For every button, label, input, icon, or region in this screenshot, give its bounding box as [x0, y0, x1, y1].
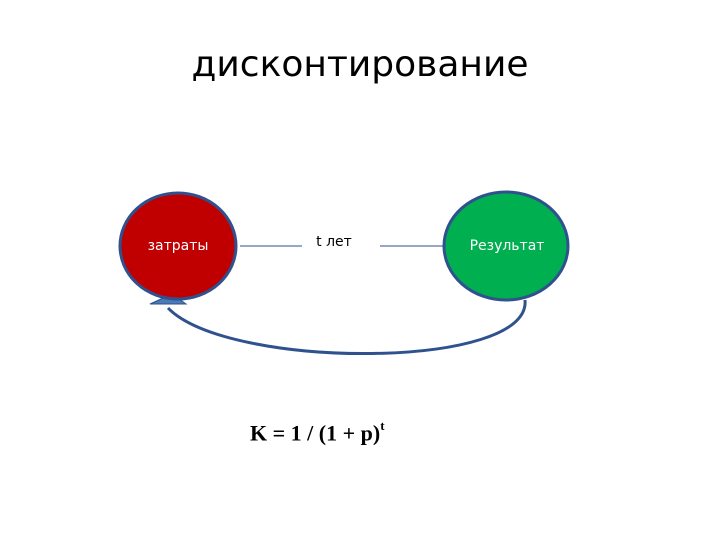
time-label: t лет	[316, 234, 352, 250]
formula-exponent: t	[380, 418, 385, 433]
formula-base: K = 1 / (1 + p)	[250, 420, 381, 446]
diagram-title: дисконтирование	[191, 44, 529, 85]
result-node	[442, 190, 570, 302]
costs-node-label: затраты	[147, 238, 209, 254]
result-node-label: Результат	[469, 238, 545, 254]
discount-formula: K = 1 / (1 + p)t	[250, 418, 430, 446]
costs-node	[118, 191, 238, 301]
return-arc	[166, 299, 527, 355]
